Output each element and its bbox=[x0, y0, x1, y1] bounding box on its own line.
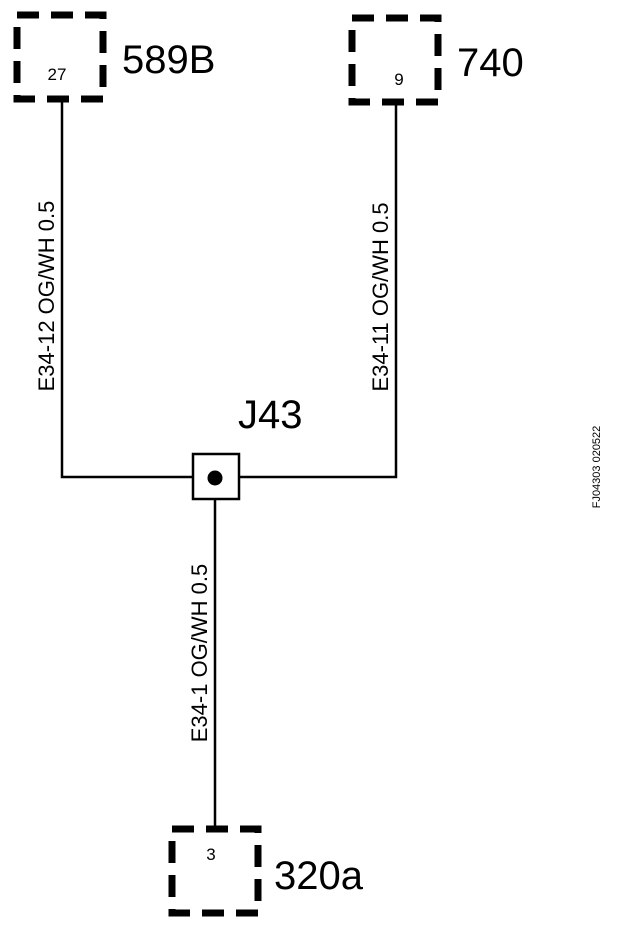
connector-589b-pin: 27 bbox=[48, 65, 67, 84]
connector-740-label: 740 bbox=[457, 41, 524, 85]
figure-code: FJ04303 020522 bbox=[591, 426, 603, 509]
connector-740[interactable]: 9 740 bbox=[348, 14, 524, 106]
wire-e34-12[interactable] bbox=[60, 101, 193, 479]
splice-j43-dot bbox=[207, 470, 223, 486]
connector-320a-label: 320a bbox=[274, 854, 364, 898]
connector-740-pin: 9 bbox=[394, 70, 403, 89]
wire-e34-11[interactable] bbox=[240, 104, 398, 479]
connector-589b-label: 589B bbox=[122, 38, 215, 82]
splice-j43-label: J43 bbox=[238, 393, 303, 437]
wire-label-e34-12: E34-12 OG/WH 0.5 bbox=[34, 201, 59, 392]
wire-label-e34-11: E34-11 OG/WH 0.5 bbox=[368, 202, 393, 391]
connector-740-box bbox=[348, 14, 442, 106]
connector-589b[interactable]: 27 589B bbox=[13, 11, 215, 103]
connector-320a-box bbox=[168, 825, 262, 917]
splice-j43[interactable]: J43 bbox=[191, 393, 303, 501]
wire-label-e34-1: E34-1 OG/WH 0.5 bbox=[187, 564, 212, 743]
connector-320a-pin: 3 bbox=[206, 845, 215, 864]
connector-589b-box bbox=[13, 11, 107, 103]
connector-320a[interactable]: 3 320a bbox=[168, 825, 364, 917]
